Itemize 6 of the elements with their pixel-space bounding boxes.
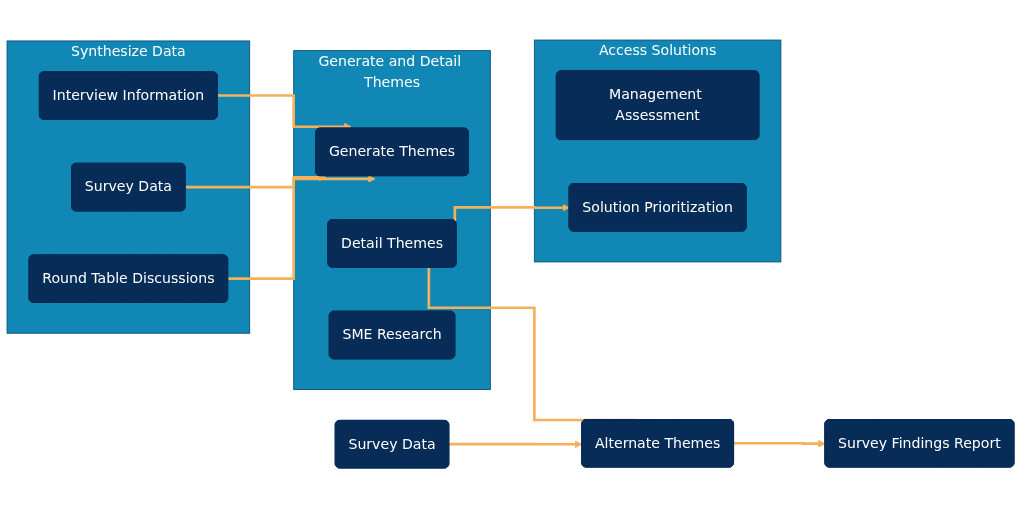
arrow [226, 175, 376, 281]
arrow [732, 439, 826, 448]
arrow [453, 203, 570, 221]
arrow [184, 173, 327, 189]
arrow [447, 440, 583, 449]
arrow [216, 94, 352, 131]
